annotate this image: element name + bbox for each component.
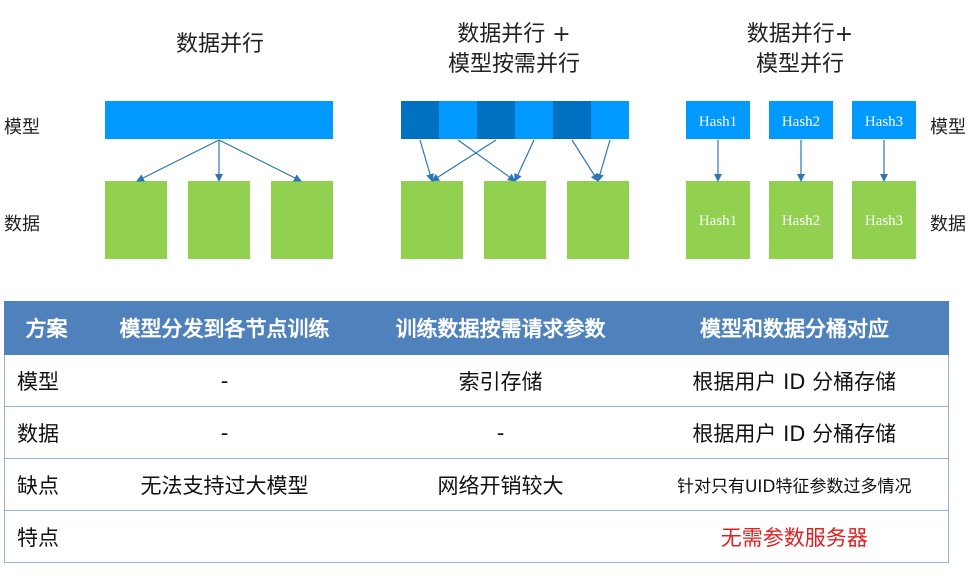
panel-3-data-hash-3: Hash3	[865, 213, 903, 229]
row-data-label: 数据	[4, 406, 89, 459]
panel-2-model-segment-1	[401, 101, 439, 139]
table-cell	[360, 510, 641, 563]
table-cell: 针对只有UID特征参数过多情况	[640, 458, 949, 511]
table-cell-highlight: 无需参数服务器	[640, 510, 949, 563]
panel-3-model-box-3	[852, 101, 916, 139]
panel-2-arrow-4	[514, 139, 535, 182]
panel-2-model-segment-6	[591, 101, 629, 139]
panel-2-model-segment-5	[553, 101, 591, 139]
table-cell: 无法支持过大模型	[88, 458, 361, 511]
header-model-distribution: 模型分发到各节点训练	[88, 301, 361, 355]
panel-2-data-box-3	[567, 181, 629, 259]
panel-3-data-box-2	[769, 181, 833, 259]
panel-2-arrow-2	[431, 139, 497, 182]
panel-1-data-box-3	[271, 181, 333, 259]
table-row: 数据 - - 根据用户 ID 分桶存储	[4, 406, 949, 459]
table-cell: 网络开销较大	[360, 458, 641, 511]
panel-3-model-hash-1: Hash1	[699, 114, 737, 130]
table-cell: -	[88, 354, 361, 407]
comparison-table: 方案 模型分发到各节点训练 训练数据按需请求参数 模型和数据分桶对应 模型 - …	[4, 301, 949, 563]
panel-2-title: 数据并行 + 模型按需并行	[400, 20, 628, 80]
label-model-right: 模型	[930, 117, 966, 138]
panel-2-data-box-2	[484, 181, 546, 259]
table-cell: 根据用户 ID 分桶存储	[640, 354, 949, 407]
panel-3-model-box-1	[686, 101, 750, 139]
table-cell: 根据用户 ID 分桶存储	[640, 406, 949, 459]
table-header-row: 方案 模型分发到各节点训练 训练数据按需请求参数 模型和数据分桶对应	[4, 301, 949, 355]
panel-3-data-hash-2: Hash2	[782, 213, 820, 229]
panel-1-title: 数据并行	[110, 30, 330, 60]
row-feature-label: 特点	[4, 510, 89, 563]
panel-3-data-box-1	[686, 181, 750, 259]
diagram-svg: Hash1 Hash2 Hash3 Hash1 Hash2 Hash3	[105, 101, 916, 259]
table-cell: 索引存储	[360, 354, 641, 407]
panel-2-title-line-1: 数据并行 +	[457, 22, 571, 47]
panel-2-title-line-2: 模型按需并行	[447, 52, 580, 77]
table-cell	[88, 510, 361, 563]
panel-3-model-hash-2: Hash2	[782, 114, 820, 130]
panel-3-title-line-1: 数据并行+	[746, 22, 854, 47]
panel-2-data-box-1	[401, 181, 463, 259]
table-row: 缺点 无法支持过大模型 网络开销较大 针对只有UID特征参数过多情况	[4, 458, 949, 511]
panel-3-model-hash-3: Hash3	[865, 114, 903, 130]
panel-1-model-bar	[105, 101, 333, 139]
header-bucket-mapping: 模型和数据分桶对应	[640, 301, 949, 355]
panel-1-data-box-2	[188, 181, 250, 259]
panel-3-model-box-2	[769, 101, 833, 139]
panel-3-title-line-2: 模型并行	[755, 52, 844, 77]
panel-1-arrow-1	[136, 139, 220, 182]
panel-3-data-hash-1: Hash1	[699, 213, 737, 229]
table-cell: -	[360, 406, 641, 459]
panel-1-arrow-3	[218, 139, 302, 182]
panel-2-arrow-6	[596, 139, 611, 182]
panel-2-arrow-1	[419, 139, 434, 182]
panel-3-title: 数据并行+ 模型并行	[690, 20, 910, 80]
panel-2-model-segment-2	[439, 101, 477, 139]
header-scheme: 方案	[4, 301, 89, 355]
row-drawback-label: 缺点	[4, 458, 89, 511]
table-row: 模型 - 索引存储 根据用户 ID 分桶存储	[4, 354, 949, 407]
label-data-right: 数据	[930, 214, 966, 235]
panel-2-arrow-3	[457, 139, 516, 182]
panel-2-model-segment-4	[515, 101, 553, 139]
panel-1-data-box-1	[105, 181, 167, 259]
table-row: 特点 无需参数服务器	[4, 510, 949, 563]
panel-2-arrow-5	[571, 139, 599, 182]
panel-2-model-segment-3	[477, 101, 515, 139]
table-cell: -	[88, 406, 361, 459]
label-model-left: 模型	[4, 117, 40, 138]
row-model-label: 模型	[4, 354, 89, 407]
header-on-demand-params: 训练数据按需请求参数	[360, 301, 641, 355]
diagram-area: 模型 数据 模型 数据 数据并行 数据并行 + 模型按需并行 数据并行+ 模型并…	[4, 20, 966, 259]
panel-2-model-bar	[401, 101, 629, 139]
label-data-left: 数据	[4, 214, 40, 235]
panel-3-data-box-3	[852, 181, 916, 259]
panel-1-title-line-1: 数据并行	[175, 32, 264, 57]
